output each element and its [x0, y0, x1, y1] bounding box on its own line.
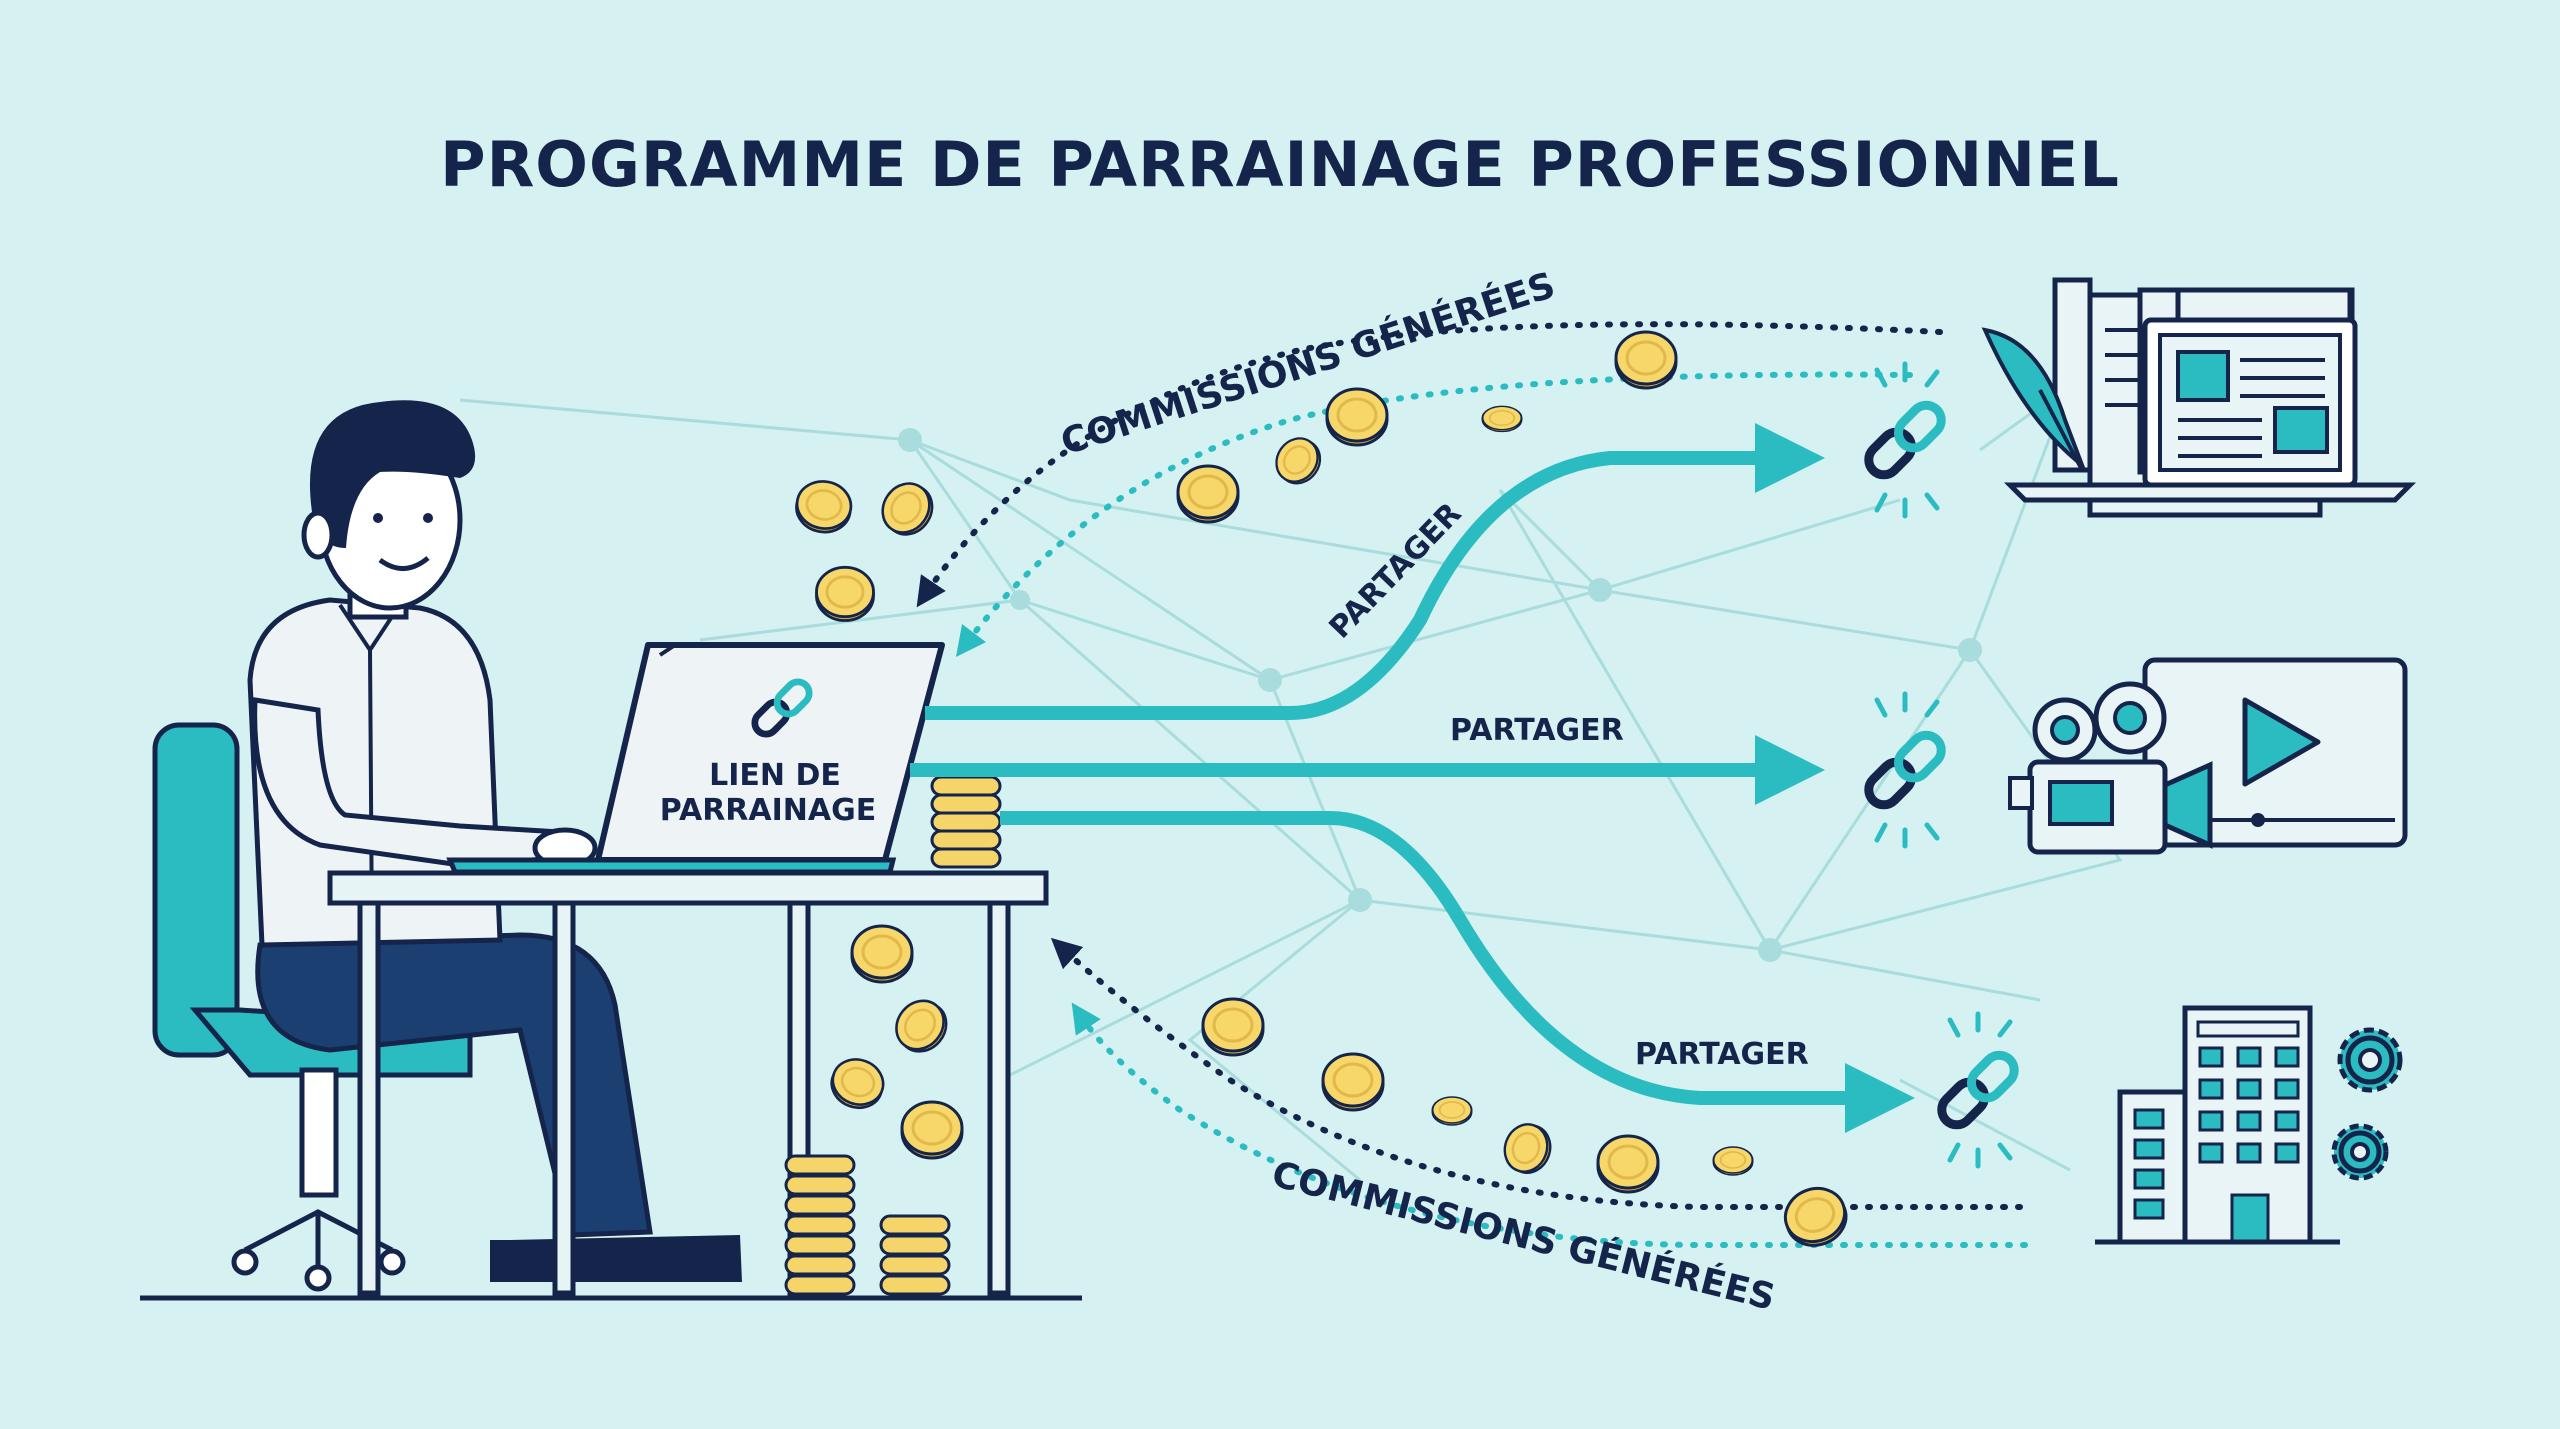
page-title: PROGRAMME DE PARRAINAGE PROFESSIONNEL	[440, 128, 2120, 201]
network-nodes	[898, 400, 2070, 962]
share-arrows	[910, 423, 1915, 1133]
background-network	[459, 318, 2161, 1182]
laptop: LIEN DE PARRAINAGE	[446, 642, 945, 875]
share-label-bottom: PARTAGER	[1635, 1037, 1809, 1072]
commissions-label-bottom: COMMISSIONS GÉNÉRÉES	[1268, 1153, 1779, 1319]
blog-laptop-quill-icon	[1981, 277, 2417, 518]
coin-stack-floor-left	[784, 1154, 856, 1296]
link-icon-top	[1863, 361, 1948, 519]
commission-paths-top	[916, 321, 1943, 657]
office-chair	[152, 722, 473, 1292]
office-building-gears-icon	[2095, 1005, 2403, 1245]
link-icon-bottom	[1936, 1011, 2021, 1169]
coin-stack-floor-right	[879, 1214, 951, 1296]
commission-paths-bottom	[1050, 937, 2028, 1248]
share-label-middle: PARTAGER	[1450, 713, 1624, 748]
commissions-label-top: COMMISSIONS GÉNÉRÉES	[1056, 264, 1560, 464]
video-camera-play-icon	[2008, 657, 2408, 855]
laptop-label-line1: LIEN DE	[709, 758, 841, 793]
desk	[140, 870, 1082, 1301]
link-icon-middle	[1863, 691, 1948, 849]
laptop-label-line2: PARRAINAGE	[660, 793, 876, 828]
coin-stack-desk	[930, 775, 1002, 869]
